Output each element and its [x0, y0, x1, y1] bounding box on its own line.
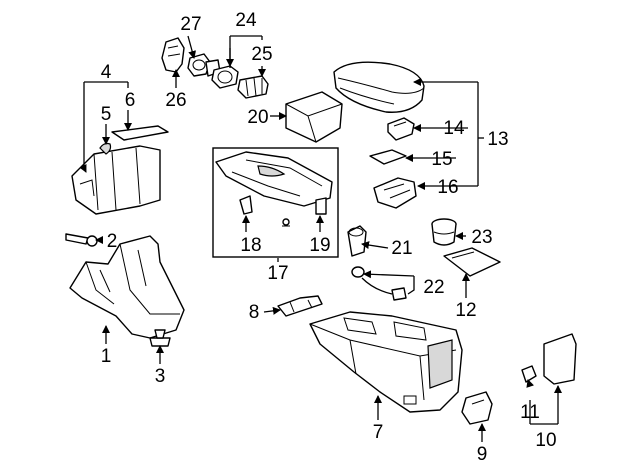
callout-13: 13 — [487, 129, 508, 150]
leader-lines — [79, 35, 562, 442]
mat-part — [443, 247, 501, 277]
callout-2: 2 — [107, 231, 118, 252]
console-box-part — [285, 91, 343, 143]
callout-9: 9 — [477, 444, 488, 465]
callout-5: 5 — [101, 104, 112, 125]
callout-12: 12 — [455, 300, 476, 321]
pad-part — [369, 149, 407, 165]
callout-24: 24 — [235, 10, 257, 31]
callout-14: 14 — [443, 118, 465, 139]
wire-socket-part — [351, 266, 407, 301]
bracket-part — [277, 295, 323, 317]
screw-part — [65, 233, 98, 247]
upper-panel-part — [71, 125, 169, 215]
latch-part — [373, 177, 417, 209]
callout-18: 18 — [240, 235, 261, 256]
callout-21: 21 — [391, 238, 412, 259]
main-console-part — [309, 311, 463, 413]
assembly-frame — [212, 147, 339, 258]
lighter-knob-part — [161, 37, 221, 77]
callout-10: 10 — [535, 430, 556, 451]
callout-11: 11 — [520, 402, 540, 423]
cover-part — [521, 333, 577, 385]
lower-bracket-part — [461, 391, 493, 425]
callout-20: 20 — [247, 107, 268, 128]
callout-1: 1 — [101, 346, 112, 367]
callout-17: 17 — [267, 263, 288, 284]
cup-part — [431, 218, 457, 246]
clip-part — [149, 329, 171, 347]
armrest-lid-part — [333, 61, 425, 113]
cup-insert-part — [347, 225, 367, 257]
hinge-part — [387, 117, 415, 141]
callout-8: 8 — [249, 302, 260, 323]
callout-3: 3 — [155, 366, 166, 387]
callout-7: 7 — [373, 422, 384, 443]
callout-26: 26 — [165, 90, 186, 111]
tray-assembly-part — [215, 151, 333, 227]
callout-4: 4 — [101, 62, 112, 83]
callout-labels: 27 24 25 26 20 4 5 6 2 1 3 8 7 9 11 10 1… — [101, 10, 557, 465]
callout-16: 16 — [437, 177, 458, 198]
power-socket-part — [211, 65, 269, 99]
side-panel-part — [69, 235, 185, 339]
callout-22: 22 — [423, 277, 444, 298]
callout-27: 27 — [180, 14, 201, 35]
callout-6: 6 — [125, 90, 136, 111]
callout-25: 25 — [251, 44, 272, 65]
callout-15: 15 — [431, 149, 452, 170]
callout-19: 19 — [309, 235, 330, 256]
callout-23: 23 — [471, 227, 492, 248]
